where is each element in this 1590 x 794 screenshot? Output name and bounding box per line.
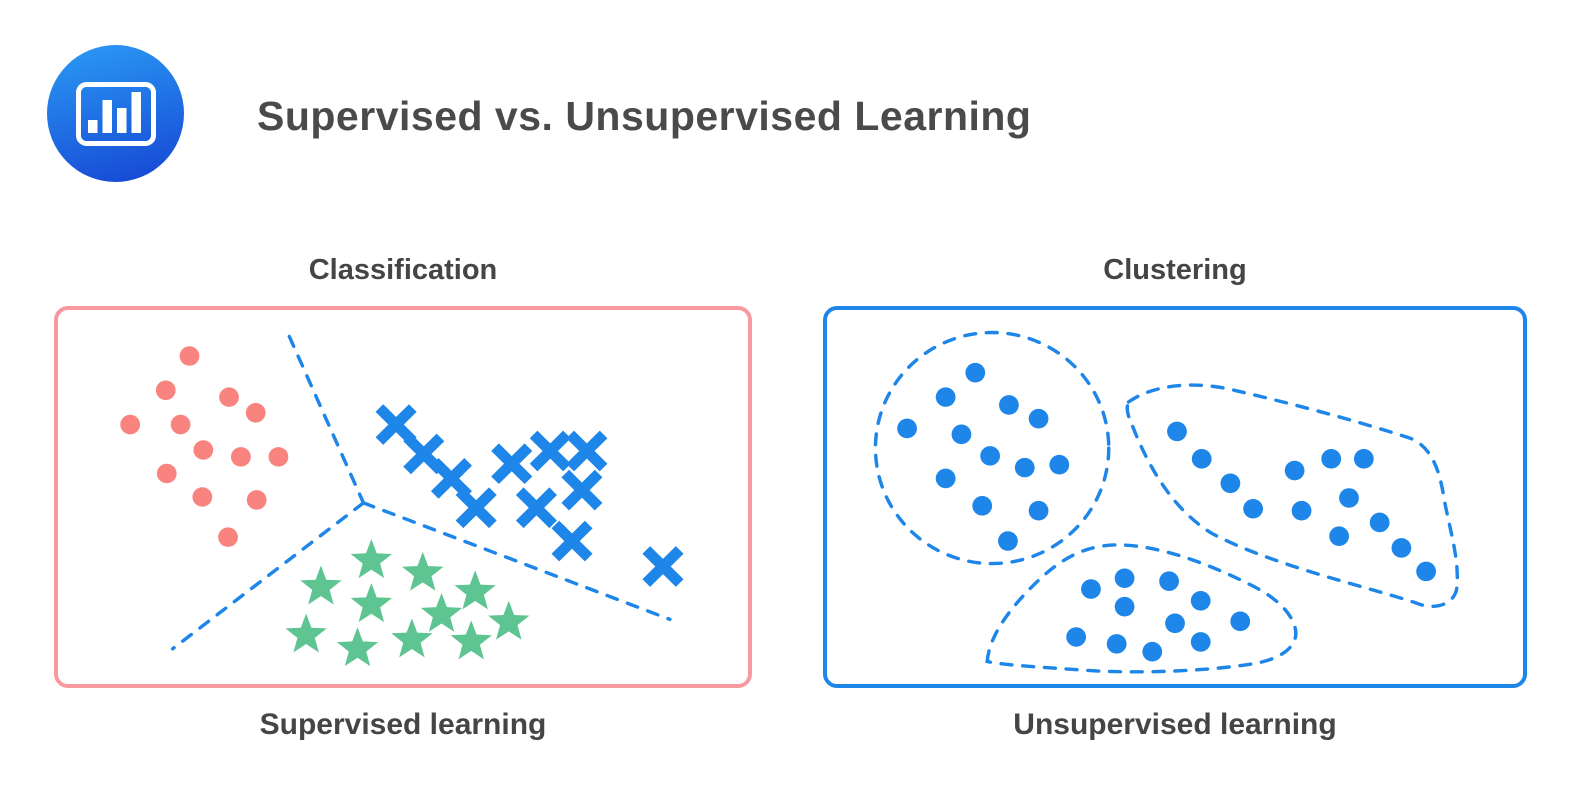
cluster-2-point [1416, 561, 1436, 582]
blue-cross-class-point [642, 546, 684, 587]
green-star-class-point [336, 627, 379, 667]
pink-dot-class-point [192, 487, 213, 507]
pink-dot-class-point [155, 380, 176, 401]
cluster-1-point [980, 446, 1001, 466]
cluster-2-point [1391, 538, 1412, 558]
green-star-class-point [350, 583, 393, 623]
cluster-1-point [897, 418, 917, 439]
pink-dot-class-point [193, 440, 214, 460]
cluster-3-point [1066, 627, 1087, 647]
cluster-2-point [1353, 449, 1374, 469]
decision-boundary-line [170, 501, 366, 651]
decision-boundary-line [361, 501, 672, 622]
unsupervised-learning-caption: Unsupervised learning [1013, 708, 1337, 741]
green-star-class-point [402, 551, 444, 591]
green-star-class [285, 539, 530, 667]
cluster-1-point [965, 362, 986, 383]
cluster-1-point [1028, 500, 1049, 521]
pink-dot-class-point [219, 387, 239, 407]
cluster-1-point [951, 424, 972, 445]
green-star-class-point [391, 618, 433, 658]
cluster-1-point [999, 395, 1019, 415]
pink-dot-class-point [170, 414, 191, 435]
cluster-3-point [1081, 579, 1101, 599]
green-star-class-point [488, 600, 530, 640]
classification-heading: Classification [308, 254, 498, 286]
decision-boundary-line [287, 334, 366, 505]
cluster-1-point [1014, 457, 1035, 478]
cluster-3 [985, 543, 1298, 674]
pink-dot-class-point [156, 463, 177, 484]
pink-dot-class [120, 346, 289, 547]
cluster-1-point [1028, 408, 1049, 429]
cluster-1-outline [873, 330, 1111, 566]
cluster-3-point [1106, 634, 1127, 654]
cluster-3-point [1190, 590, 1211, 611]
blue-cross-class-point [515, 487, 557, 529]
green-star-class-point [450, 620, 492, 660]
pink-dot-class-point [245, 403, 266, 423]
page-title: Supervised vs. Unsupervised Learning [257, 93, 1032, 139]
green-star-class-point [300, 565, 342, 605]
blue-cross-class-point [375, 404, 417, 445]
cluster-1-point [1049, 454, 1070, 475]
blue-cross-class-point [403, 433, 445, 475]
blue-cross-class-point [529, 430, 571, 472]
cluster-2-point [1369, 512, 1390, 533]
classification-panel [54, 306, 752, 688]
bar-chart-icon [75, 81, 156, 146]
cluster-2-point [1321, 449, 1342, 469]
cluster-2-point [1220, 473, 1241, 494]
green-star-class-point [350, 539, 393, 579]
cluster-2-point [1339, 488, 1359, 508]
cluster-2-point [1167, 421, 1187, 442]
app-logo [47, 45, 184, 182]
blue-cross-class-point [491, 443, 533, 485]
cluster-1-point [998, 531, 1018, 551]
cluster-3-point [1114, 596, 1135, 617]
pink-dot-class-point [218, 527, 238, 547]
pink-dot-class-point [230, 447, 251, 467]
cluster-3-point [1190, 632, 1211, 652]
green-star-class-point [285, 613, 327, 653]
classification-scatter [120, 334, 684, 667]
clustering-heading: Clustering [1103, 254, 1247, 286]
pink-dot-class-point [120, 414, 141, 435]
cluster-3-point [1114, 568, 1135, 589]
blue-cross-class-point [551, 520, 593, 562]
pink-dot-class-point [268, 447, 289, 467]
cluster-3-point [1165, 613, 1185, 634]
clustering-scatter [873, 330, 1460, 674]
blue-cross-class-point [561, 469, 603, 511]
cluster-2-point [1284, 460, 1305, 481]
cluster-3-point [1159, 571, 1179, 591]
cluster-3-outline [985, 543, 1298, 674]
cluster-3-point [1142, 641, 1163, 662]
blue-cross-class [375, 404, 684, 587]
cluster-3-point [1230, 611, 1251, 632]
supervised-learning-caption: Supervised learning [259, 708, 547, 741]
cluster-1-point [935, 387, 956, 407]
pink-dot-class-point [246, 490, 267, 510]
cluster-1 [873, 330, 1111, 566]
cluster-1-point [972, 496, 993, 516]
cluster-2-point [1243, 498, 1263, 519]
blue-cross-class-point [430, 458, 472, 499]
blue-cross-class-point [566, 430, 608, 472]
cluster-2-point [1191, 449, 1212, 469]
cluster-2 [1125, 383, 1460, 609]
cluster-2-outline [1125, 383, 1460, 609]
clustering-panel [823, 306, 1527, 688]
pink-dot-class-point [179, 346, 200, 366]
green-star-class-point [420, 592, 463, 632]
cluster-1-point [935, 468, 956, 489]
cluster-2-point [1291, 500, 1312, 521]
blue-cross-class-point [455, 487, 497, 529]
cluster-2-point [1329, 526, 1349, 546]
green-star-class-point [454, 570, 496, 610]
